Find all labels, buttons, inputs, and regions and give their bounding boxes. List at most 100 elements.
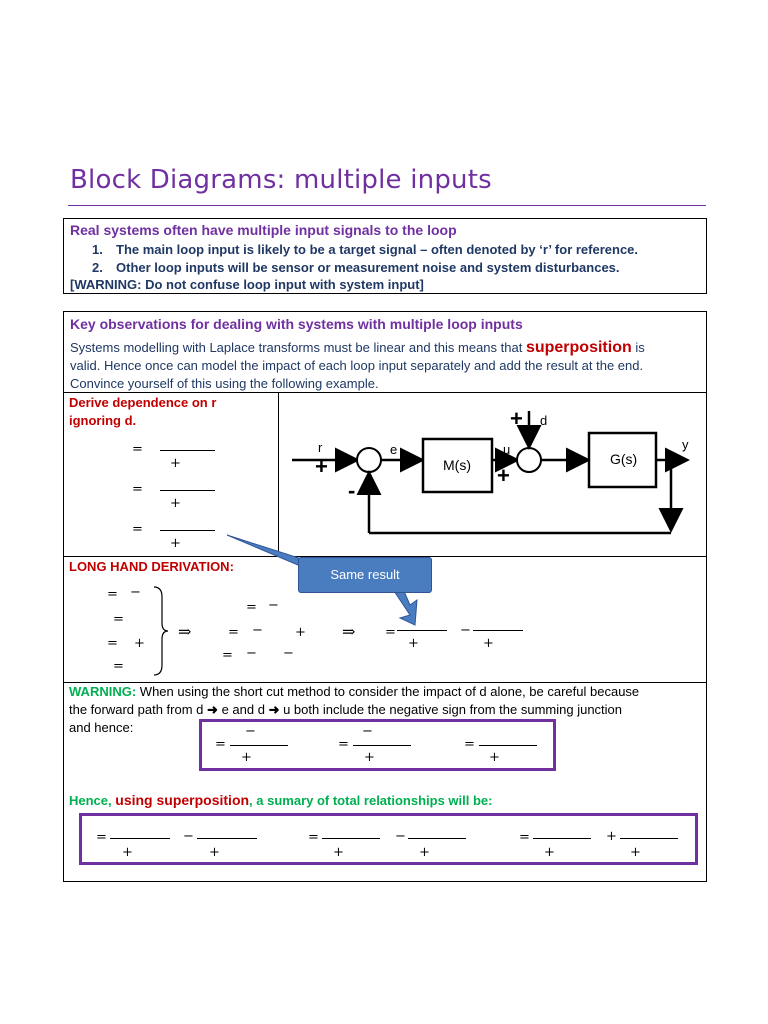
summary-box [79, 813, 698, 865]
plus-sign: + [630, 845, 641, 860]
intro-item-2-number: 2. [92, 260, 103, 275]
fraction-bar [322, 838, 380, 839]
hence-line: Hence, using superposition, a sumary of … [69, 792, 493, 808]
equals-sign: = [246, 600, 257, 615]
divider [63, 682, 707, 683]
fraction-bar [160, 530, 215, 531]
equals-sign: = [107, 587, 118, 602]
plus-sign: + [408, 636, 419, 651]
plus-sign: + [606, 829, 617, 844]
plus-sign: + [170, 496, 181, 511]
right-brace [153, 586, 169, 676]
hence-text: Hence, [69, 793, 112, 808]
equals-sign: = [132, 442, 143, 457]
label-y: y [682, 437, 689, 452]
plus-sign: + [295, 625, 306, 640]
fraction-bar [533, 838, 591, 839]
minus-sign: − [460, 623, 471, 638]
plus-sign: + [419, 845, 430, 860]
fraction-bar [160, 490, 215, 491]
minus-sign: − [252, 623, 263, 638]
plus-sign: + [544, 845, 555, 860]
plus-r: + [315, 454, 328, 479]
observations-paragraph-line-1: Systems modelling with Laplace transform… [70, 339, 645, 357]
plus-sign: + [170, 456, 181, 471]
minus-sign: − [268, 598, 279, 613]
warning-text: the forward path from d [69, 702, 204, 717]
warning-text: e and d [221, 702, 265, 717]
plus-sign: + [170, 536, 181, 551]
implies-sign: ⇒ [178, 622, 192, 641]
block-g [587, 431, 658, 489]
warning-line-3: and hence: [69, 720, 134, 735]
plus-sign: + [483, 636, 494, 651]
derive-line-1: Derive dependence on r [69, 395, 217, 410]
summing-junction-1 [356, 447, 382, 473]
plus-d: + [510, 406, 523, 431]
divider [278, 392, 279, 556]
intro-heading: Real systems often have multiple input s… [70, 222, 457, 238]
fraction-bar [397, 630, 447, 631]
plus-sign: + [333, 845, 344, 860]
long-hand-heading: LONG HAND DERIVATION: [69, 559, 234, 574]
warning-text: u both include the negative sign from th… [283, 702, 623, 717]
minus-sign: − [362, 724, 373, 739]
title-underline [68, 205, 706, 206]
equals-sign: = [338, 737, 349, 752]
warning-line-1: WARNING: When using the short cut method… [69, 684, 639, 699]
equals-sign: = [228, 625, 239, 640]
fraction-bar [110, 838, 170, 839]
observations-paragraph-line-3: Convince yourself of this using the foll… [70, 376, 379, 391]
intro-item-1-number: 1. [92, 242, 103, 257]
block-diagram [292, 411, 690, 535]
label-d: d [540, 413, 548, 428]
fraction-bar [197, 838, 257, 839]
fraction-bar [473, 630, 523, 631]
intro-item-2: Other loop inputs will be sensor or meas… [116, 260, 620, 275]
label-e: e [390, 442, 398, 457]
equals-sign: = [132, 522, 143, 537]
observations-box: Key observations for dealing with system… [63, 311, 707, 882]
minus-sign: − [246, 646, 257, 661]
intro-box: Real systems often have multiple input s… [63, 218, 707, 294]
minus-sign: − [245, 724, 256, 739]
same-result-callout: Same result [298, 557, 432, 593]
plus-sign: + [489, 750, 500, 765]
plus-sign: + [134, 636, 145, 651]
fraction-bar [160, 450, 215, 451]
derive-line-2: ignoring d. [69, 413, 137, 428]
minus-sign: − [183, 829, 194, 844]
divider [63, 392, 707, 393]
d-relations-box [199, 719, 556, 771]
superposition-phrase: using superposition [115, 792, 250, 808]
minus-sign: − [283, 646, 294, 661]
equals-sign: = [464, 737, 475, 752]
equals-sign: = [113, 612, 124, 627]
fraction-bar [353, 745, 411, 746]
plus-sign: + [364, 750, 375, 765]
equals-sign: = [222, 648, 233, 663]
summing-junction-2 [516, 447, 542, 473]
block-m-label: M(s) [443, 457, 471, 473]
warning-label: WARNING: [69, 684, 137, 699]
label-u: u [503, 442, 511, 457]
arrow-icon: ➜ [207, 702, 218, 717]
equals-sign: = [107, 636, 118, 651]
paragraph-text: Systems modelling with Laplace transform… [70, 340, 523, 355]
superposition-keyword: superposition [525, 339, 632, 356]
observations-heading: Key observations for dealing with system… [70, 316, 523, 332]
plus-u: + [497, 463, 510, 488]
plus-sign: + [209, 845, 220, 860]
intro-warning: [WARNING: Do not confuse loop input with… [70, 277, 424, 292]
equals-sign: = [96, 830, 107, 845]
equals-sign: = [113, 659, 124, 674]
plus-sign: + [241, 750, 252, 765]
observations-paragraph-line-2: valid. Hence once can model the impact o… [70, 358, 644, 373]
fraction-bar [479, 745, 537, 746]
hence-text: , a sumary of total relationships will b… [249, 793, 493, 808]
fraction-bar [620, 838, 678, 839]
equals-sign: = [132, 482, 143, 497]
arrow-icon: ➜ [268, 702, 280, 717]
equals-sign: = [308, 830, 319, 845]
label-r: r [318, 440, 323, 455]
